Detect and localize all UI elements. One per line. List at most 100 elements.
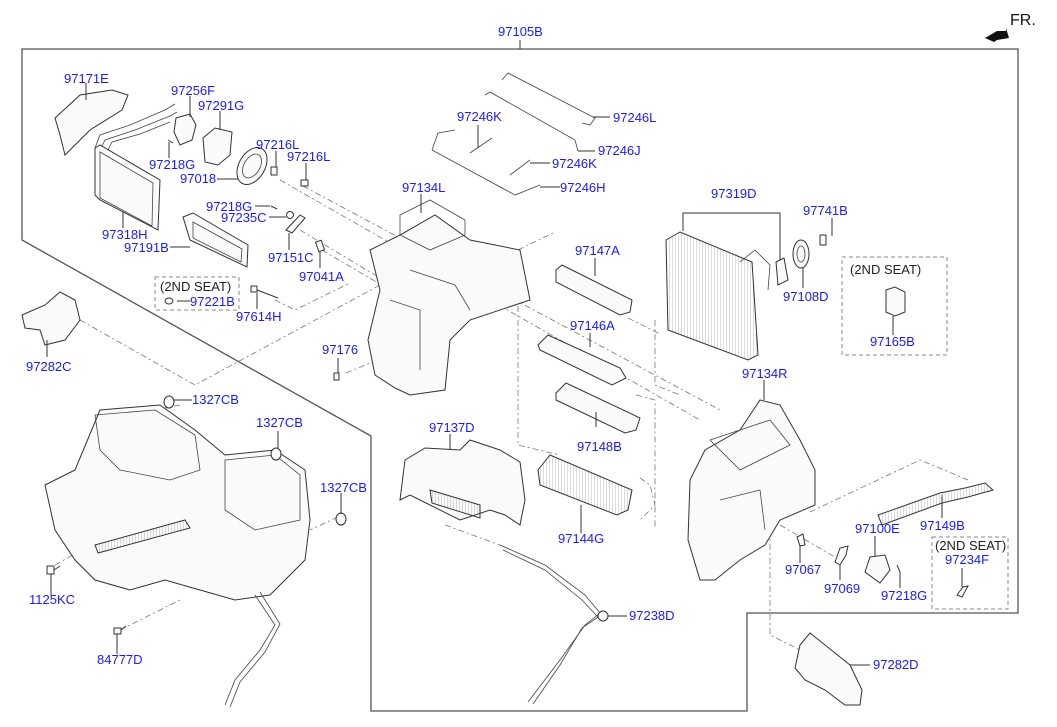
part-97218G-screw-1: [167, 139, 174, 144]
part-97148B-door: [555, 382, 641, 434]
part-label-97235C[interactable]: 97235C: [221, 210, 267, 225]
part-label-97144G[interactable]: 97144G: [558, 531, 605, 546]
part-label-97218G[interactable]: 97218G: [149, 157, 196, 172]
part-label-97067[interactable]: 97067: [785, 562, 822, 577]
part-hvac-assembly: [44, 404, 311, 708]
part-label-97100E[interactable]: 97100E: [855, 521, 900, 536]
part-97238D-drain-hose: [499, 544, 609, 705]
part-97218G-screw-3: [896, 564, 901, 573]
part-97282C-duct: [21, 291, 81, 346]
part-97067-clip: [796, 533, 806, 547]
part-label-1125KC[interactable]: 1125KC: [29, 592, 76, 607]
second-seat-box-97165B: [841, 256, 948, 356]
front-direction-label: FR.: [1010, 12, 1036, 29]
part-97108D-grommet: [792, 239, 810, 269]
part-label-97246K[interactable]: 97246K: [552, 156, 597, 171]
part-97069-link: [834, 545, 849, 566]
part-97176-clip: [333, 372, 340, 381]
part-97221B-grommet: [164, 297, 174, 305]
part-label-97319D[interactable]: 97319D: [711, 186, 757, 201]
part-97246-seals: [431, 72, 596, 196]
part-84777D-screw: [113, 625, 127, 635]
part-label-97134L[interactable]: 97134L: [402, 180, 446, 195]
part-97234F-clip: [956, 585, 969, 598]
part-label-97018[interactable]: 97018: [180, 171, 217, 186]
part-label-97041A[interactable]: 97041A: [299, 269, 344, 284]
part-label-97614H[interactable]: 97614H: [236, 309, 282, 324]
part-97171E-bracket: [54, 89, 129, 156]
part-heater-pipes: [94, 103, 178, 151]
leader-lines: [46, 83, 963, 666]
part-97318H-heater-core: [94, 144, 161, 231]
part-label-97218G[interactable]: 97218G: [206, 199, 253, 214]
part-97144G-filter: [537, 454, 633, 516]
part-1327CB-nut-2: [270, 447, 282, 461]
part-label-1327CB[interactable]: 1327CB: [320, 480, 367, 495]
part-label-97246K[interactable]: 97246K: [457, 109, 502, 124]
part-97614H-bolt: [250, 285, 279, 299]
part-label-97108D[interactable]: 97108D: [783, 289, 829, 304]
part-label-97147A[interactable]: 97147A: [575, 243, 620, 258]
part-97149B-hose: [877, 482, 995, 526]
part-97216L-clip-1: [270, 166, 278, 176]
second-seat-note: (2ND SEAT): [850, 262, 922, 277]
part-label-97318H[interactable]: 97318H: [102, 227, 148, 242]
part-97741B-clip: [819, 234, 827, 246]
part-1327CB-nut-3: [335, 512, 347, 526]
part-label-97282C[interactable]: 97282C: [26, 359, 72, 374]
part-97100E-actuator: [864, 554, 891, 584]
second-seat-box-97234F: [931, 536, 1009, 610]
part-label-97165B[interactable]: 97165B: [870, 334, 915, 349]
part-label-97191B[interactable]: 97191B: [124, 240, 169, 255]
part-label-97171E[interactable]: 97171E: [64, 71, 109, 86]
part-label-97246J[interactable]: 97246J: [598, 143, 641, 158]
part-97256F-actuator: [173, 113, 197, 146]
part-label-97291G[interactable]: 97291G: [198, 98, 245, 113]
part-label-97216L[interactable]: 97216L: [287, 149, 331, 164]
part-label-97221B[interactable]: 97221B: [190, 294, 235, 309]
second-seat-note: (2ND SEAT): [160, 279, 232, 294]
part-label-97137D[interactable]: 97137D: [429, 420, 475, 435]
part-97137D-lower-case: [399, 439, 526, 526]
second-seat-note: (2ND SEAT): [935, 538, 1007, 553]
part-97134R-case-right: [687, 399, 816, 581]
assembly-frame: [21, 48, 1019, 712]
part-label-97134R[interactable]: 97134R: [742, 366, 788, 381]
part-label-97246H[interactable]: 97246H: [560, 180, 606, 195]
part-1327CB-nut-1: [163, 395, 175, 409]
part-label-1327CB[interactable]: 1327CB: [256, 415, 303, 430]
part-label-84777D[interactable]: 84777D: [97, 652, 143, 667]
part-label-97246L[interactable]: 97246L: [613, 110, 657, 125]
part-97165B-cap: [885, 286, 906, 317]
part-97319D-bracket: [682, 212, 789, 286]
part-label-97256F[interactable]: 97256F: [171, 83, 216, 98]
part-1125KC-bolt: [46, 565, 61, 575]
part-label-97146A[interactable]: 97146A: [570, 318, 615, 333]
part-97319D-evaporator: [665, 231, 771, 361]
part-label-97151C[interactable]: 97151C: [268, 250, 314, 265]
part-97191B-filter-frame: [182, 212, 249, 268]
part-label-1327CB[interactable]: 1327CB: [192, 392, 239, 407]
part-label-97238D[interactable]: 97238D: [629, 608, 675, 623]
part-97134L-case-left: [367, 199, 531, 396]
part-97018-motor: [236, 147, 268, 185]
part-label-97148B[interactable]: 97148B: [577, 439, 622, 454]
part-97147A-door: [555, 264, 633, 316]
part-97218G-screw-2: [270, 205, 278, 210]
part-97041A-pin: [314, 239, 326, 253]
front-arrow-icon: [985, 28, 1009, 42]
part-label-97105B[interactable]: 97105B: [498, 24, 543, 39]
part-label-97216L[interactable]: 97216L: [256, 137, 300, 152]
second-seat-box-97221B: [154, 276, 240, 311]
part-97291G-housing: [202, 127, 233, 166]
part-label-97234F[interactable]: 97234F: [945, 552, 990, 567]
part-label-97149B[interactable]: 97149B: [920, 518, 965, 533]
part-97146A-door: [537, 334, 627, 386]
part-label-97282D[interactable]: 97282D: [873, 657, 919, 672]
part-label-97218G[interactable]: 97218G: [881, 588, 928, 603]
part-label-97176[interactable]: 97176: [322, 342, 359, 357]
part-label-97069[interactable]: 97069: [824, 581, 861, 596]
part-97216L-clip-2: [300, 179, 309, 187]
part-label-97741B[interactable]: 97741B: [803, 203, 848, 218]
part-97151C-lever: [285, 214, 306, 234]
